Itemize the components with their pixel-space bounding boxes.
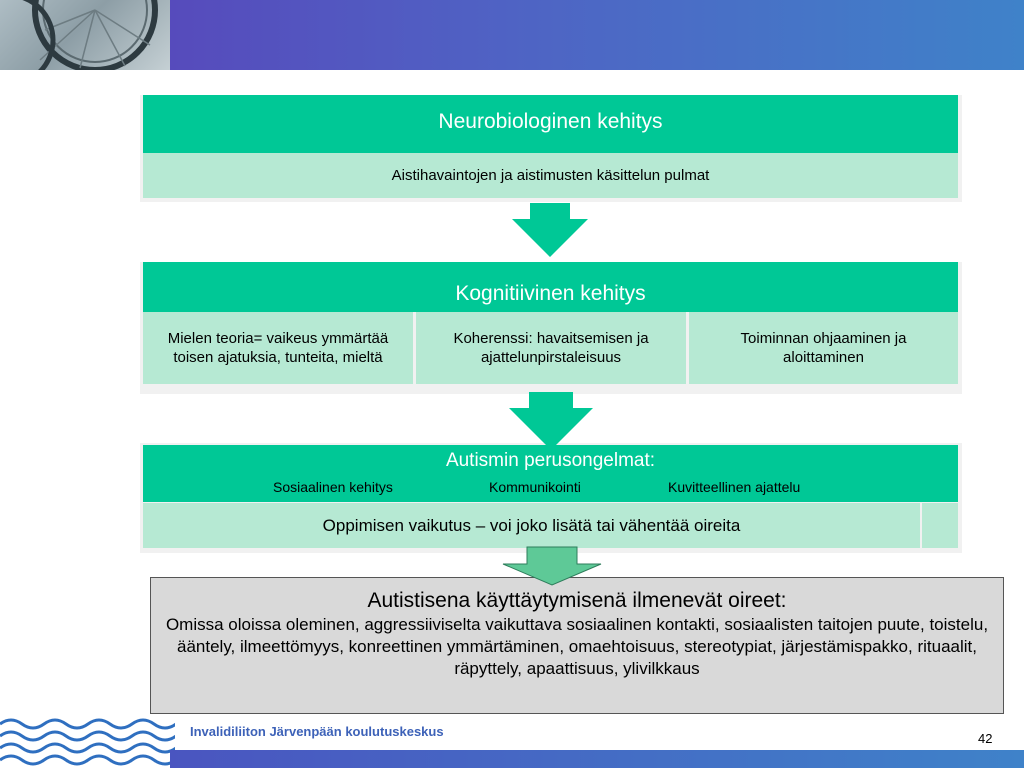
logo-waves-icon bbox=[0, 718, 175, 766]
top-banner bbox=[0, 0, 1024, 70]
level3-subitems: Sosiaalinen kehitys Kommunikointi Kuvitt… bbox=[143, 473, 958, 495]
footer-organization: Invalidiliiton Järvenpään koulutuskeskus bbox=[190, 724, 444, 739]
subitem-social: Sosiaalinen kehitys bbox=[273, 479, 393, 495]
level3-cell: Oppimisen vaikutus – voi joko lisätä tai… bbox=[143, 503, 920, 548]
level3-title: Autismin perusongelmat: bbox=[445, 450, 656, 471]
down-arrow-icon bbox=[512, 203, 588, 257]
down-arrow-icon bbox=[509, 392, 593, 450]
wheel-icon bbox=[22, 0, 158, 70]
symptoms-text: Omissa oloissa oleminen, aggressiiviselt… bbox=[165, 615, 989, 678]
page-number: 42 bbox=[978, 731, 993, 746]
level1-header: Neurobiologinen kehitys bbox=[143, 95, 958, 153]
symptoms-title: Autistisena käyttäytymisenä ilmenevät oi… bbox=[367, 589, 787, 612]
down-arrow-icon bbox=[502, 546, 602, 586]
footer-bar bbox=[170, 750, 1024, 768]
level3-header: Autismin perusongelmat: Sosiaalinen kehi… bbox=[143, 445, 958, 502]
subitem-communication: Kommunikointi bbox=[489, 479, 581, 495]
level3-cell-empty bbox=[922, 503, 958, 548]
symptoms-box: Autistisena käyttäytymisenä ilmenevät oi… bbox=[150, 577, 1004, 714]
level1-cell: Aistihavaintojen ja aistimusten käsittel… bbox=[143, 153, 958, 198]
level2-cell-coherence: Koherenssi: havaitsemisen ja ajattelunpi… bbox=[416, 312, 686, 384]
level2-header: Kognitiivinen kehitys bbox=[143, 262, 958, 312]
wheelchair-photo bbox=[0, 0, 170, 70]
subitem-imagination: Kuvitteellinen ajattelu bbox=[668, 479, 801, 495]
level2-cell-theory-of-mind: Mielen teoria= vaikeus ymmärtää toisen a… bbox=[143, 312, 413, 384]
level2-cell-executive-function: Toiminnan ohjaaminen ja aloittaminen bbox=[689, 312, 958, 384]
